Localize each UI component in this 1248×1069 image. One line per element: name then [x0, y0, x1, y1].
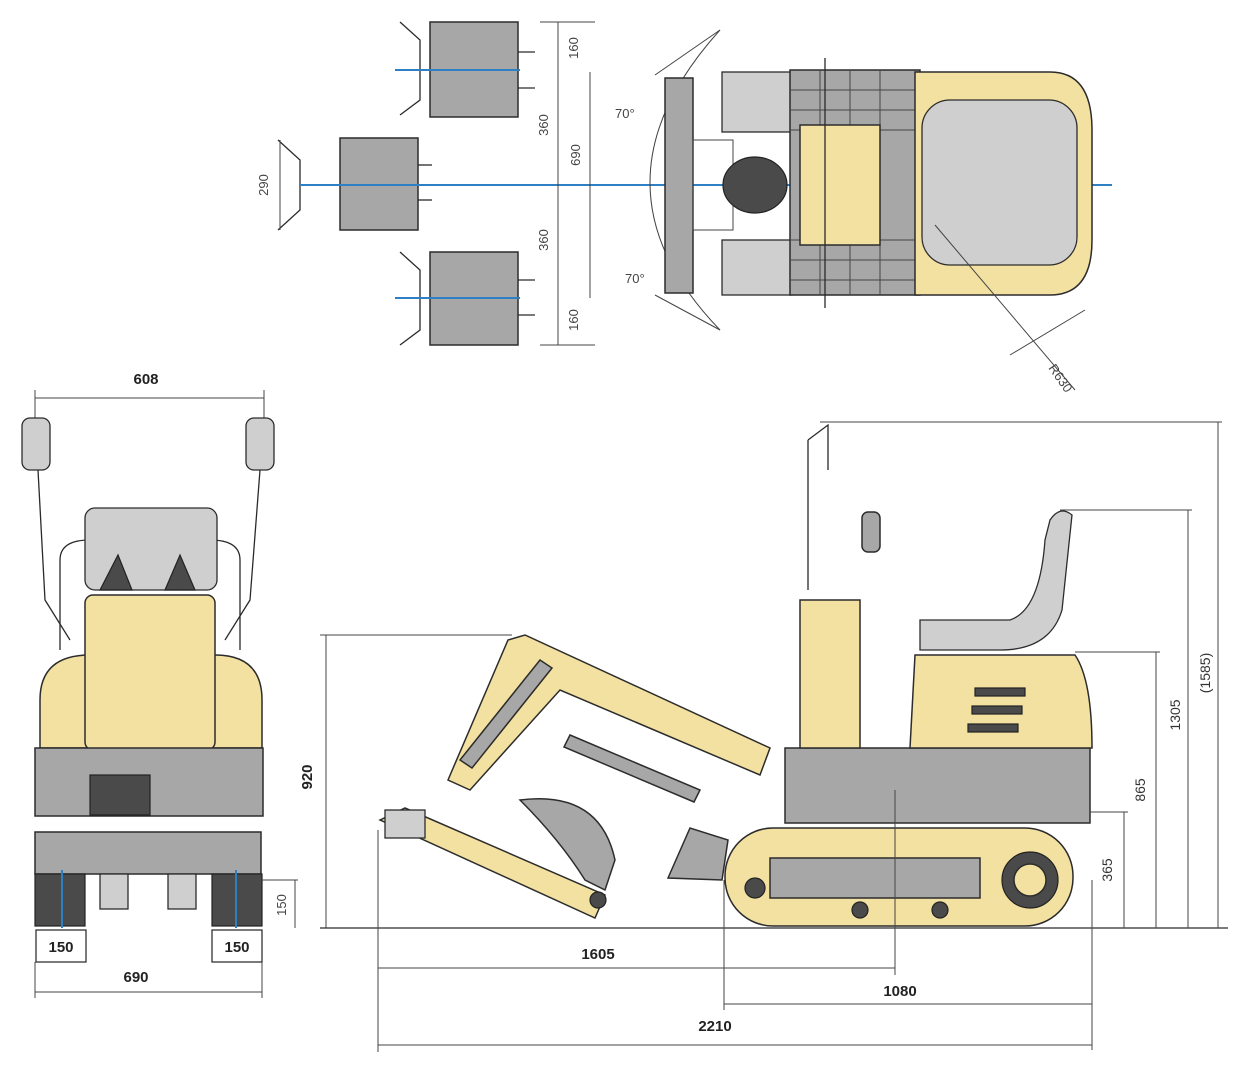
- swing-angle-top: 70°: [615, 106, 635, 121]
- arm-cylinder: [562, 734, 702, 803]
- dim-track-length: 1080: [883, 983, 916, 1000]
- label-box-left: [35, 929, 87, 963]
- swing-angle-bottom: 70°: [625, 271, 645, 286]
- dim-bucket-width: 290: [256, 174, 271, 196]
- seat-top: [921, 99, 1078, 266]
- dim-overall-height: (1585): [1197, 653, 1213, 693]
- blade-side: [666, 827, 729, 881]
- dim-arm-spacing-lower: 360: [536, 229, 551, 251]
- seat-side: [919, 510, 1073, 651]
- dim-reach: 1605: [581, 946, 614, 963]
- cover-vents: [967, 687, 1026, 733]
- arm-pivot: [384, 809, 426, 839]
- dim-mirror-width: 608: [133, 371, 158, 388]
- track-frame-side: [769, 857, 981, 899]
- dim-seat-height: 1305: [1167, 699, 1183, 730]
- track-front-lower: [721, 239, 793, 296]
- dim-top-offset: 160: [566, 37, 581, 59]
- dim-arm-spacing-upper: 360: [536, 114, 551, 136]
- mirror-left: [21, 417, 51, 471]
- label-box-right: [211, 929, 263, 963]
- dim-overall-length: 2210: [698, 1018, 731, 1035]
- engine-cover-side: [909, 654, 1093, 749]
- track-front-upper: [721, 71, 793, 133]
- dim-ground-height: 150: [274, 894, 289, 916]
- dim-tail-radius: R630: [1046, 361, 1076, 395]
- dim-overall-width: 690: [123, 969, 148, 986]
- boom-cylinder: [458, 658, 554, 770]
- dim-bottom-offset: 160: [566, 309, 581, 331]
- control-lever: [861, 511, 881, 553]
- mirror-right: [245, 417, 275, 471]
- turret-top: [799, 124, 881, 246]
- blade-top: [664, 77, 694, 294]
- dim-dig-height: 920: [299, 764, 316, 789]
- blade-front: [34, 831, 262, 875]
- top-view: 160 360 690 360 160 290 70° 70° R630: [256, 21, 1112, 395]
- seat-front: [84, 507, 218, 591]
- dim-width-top: 690: [568, 144, 583, 166]
- boom-front: [84, 594, 216, 751]
- side-view: 920: [299, 421, 1228, 1052]
- upper-frame-side: [784, 747, 1091, 824]
- tail-radius-line: [934, 224, 1076, 391]
- front-view: 608 150 150 150 6: [21, 371, 298, 998]
- bucket-side: [518, 798, 616, 892]
- dim-blade-height: 365: [1099, 858, 1115, 882]
- dim-track-width-right: 150: [224, 939, 249, 956]
- swing-motor: [722, 156, 788, 214]
- control-tower: [799, 599, 861, 749]
- track-left: [34, 873, 86, 927]
- dim-track-width-left: 150: [48, 939, 73, 956]
- dim-body-height: 865: [1132, 778, 1148, 802]
